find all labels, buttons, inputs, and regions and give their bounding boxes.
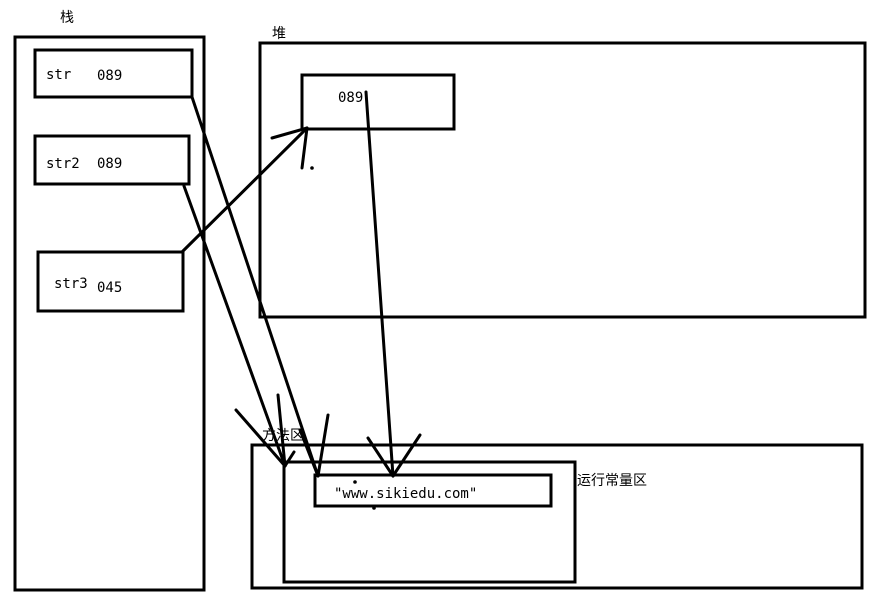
stack-var-name: str3 bbox=[54, 276, 88, 292]
stack-var-str2: str2 089 bbox=[33, 134, 191, 186]
string-literal-box bbox=[313, 473, 553, 508]
stray-dot bbox=[353, 480, 357, 484]
string-literal-text: "www.sikiedu.com" bbox=[334, 486, 477, 502]
stray-dot bbox=[310, 166, 314, 170]
stray-dot bbox=[372, 506, 376, 510]
heap-label: 堆 bbox=[272, 26, 286, 42]
stack-var-name: str2 bbox=[46, 156, 80, 172]
constant-pool-label: 运行常量区 bbox=[577, 473, 647, 489]
stack-label: 栈 bbox=[60, 10, 74, 26]
stack-var-str: str 089 bbox=[33, 48, 194, 99]
stack-region bbox=[13, 35, 206, 592]
arrowhead bbox=[298, 428, 320, 478]
stack-var-box bbox=[33, 48, 194, 99]
arrowhead bbox=[234, 408, 287, 468]
constant-pool-region bbox=[282, 460, 577, 584]
arrow-str3-to-heap bbox=[180, 126, 309, 254]
heap-object: 089 bbox=[300, 73, 456, 131]
heap-object-value: 089 bbox=[338, 90, 363, 106]
stack-var-value: 045 bbox=[97, 280, 122, 296]
stack-var-value: 089 bbox=[97, 156, 122, 172]
arrowhead bbox=[316, 413, 330, 478]
method-area-region bbox=[250, 443, 864, 590]
arrowhead bbox=[366, 436, 395, 478]
heap-object-box bbox=[300, 73, 456, 131]
arrowhead bbox=[300, 126, 309, 170]
stack-var-value: 089 bbox=[97, 68, 122, 84]
arrowhead bbox=[270, 126, 309, 140]
stack-var-box bbox=[36, 250, 185, 313]
stack-var-box bbox=[33, 134, 191, 186]
arrowhead bbox=[276, 393, 287, 468]
heap-region bbox=[258, 41, 867, 319]
arrowhead bbox=[283, 450, 296, 468]
string-literal: "www.sikiedu.com" bbox=[313, 473, 553, 508]
arrow-heap-to-literal bbox=[364, 90, 395, 478]
arrowhead bbox=[391, 433, 422, 478]
reference-arrows bbox=[180, 90, 422, 478]
arrow-str-to-literal bbox=[190, 95, 320, 478]
stack-var-str3: str3 045 bbox=[36, 250, 185, 313]
stack-var-name: str bbox=[46, 67, 71, 83]
